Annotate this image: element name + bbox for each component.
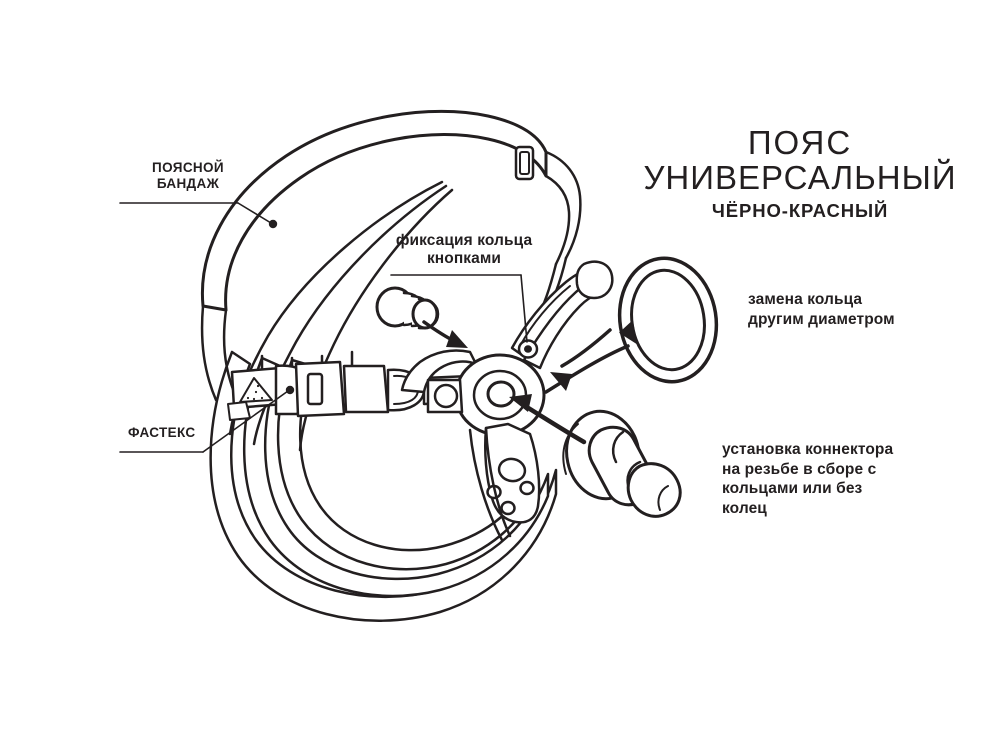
- leader-fastex: [119, 390, 289, 453]
- snap-button: [375, 286, 440, 330]
- callout-label-snap-fix: фиксация кольца кнопками: [395, 232, 533, 268]
- page-title-line1: ПОЯС: [747, 124, 853, 161]
- connector: [562, 409, 682, 518]
- snap-stud: [517, 339, 539, 359]
- leader-belt: [119, 202, 278, 229]
- hub-plate: [400, 260, 614, 542]
- arrow-icon-ring: [544, 319, 638, 394]
- title-block: ПОЯС УНИВЕРСАЛЬНЫЙ ЧЁРНО-КРАСНЫЙ: [640, 126, 960, 221]
- page-title-line2: УНИВЕРСАЛЬНЫЙ: [643, 158, 957, 196]
- callout-label-fastex: ФАСТЕКС: [128, 425, 196, 440]
- o-ring: [617, 256, 719, 384]
- waist-band: [200, 109, 582, 452]
- callout-label-ring-swap: замена кольца другим диаметром: [748, 291, 895, 328]
- arrow-icon-strap: [550, 328, 612, 391]
- page-subtitle: ЧЁРНО-КРАСНЫЙ: [711, 200, 889, 222]
- arrow-icon-snap: [422, 320, 468, 348]
- callout-label-connector-install: установка коннектора на резьбе в сборе с…: [722, 441, 894, 517]
- leader-dot-icon: [285, 385, 295, 395]
- callout-label-belt: ПОЯСНОЙ БАНДАЖ: [152, 160, 224, 191]
- leader-snapfix: [390, 274, 528, 343]
- arrow-icon-connector: [509, 394, 587, 445]
